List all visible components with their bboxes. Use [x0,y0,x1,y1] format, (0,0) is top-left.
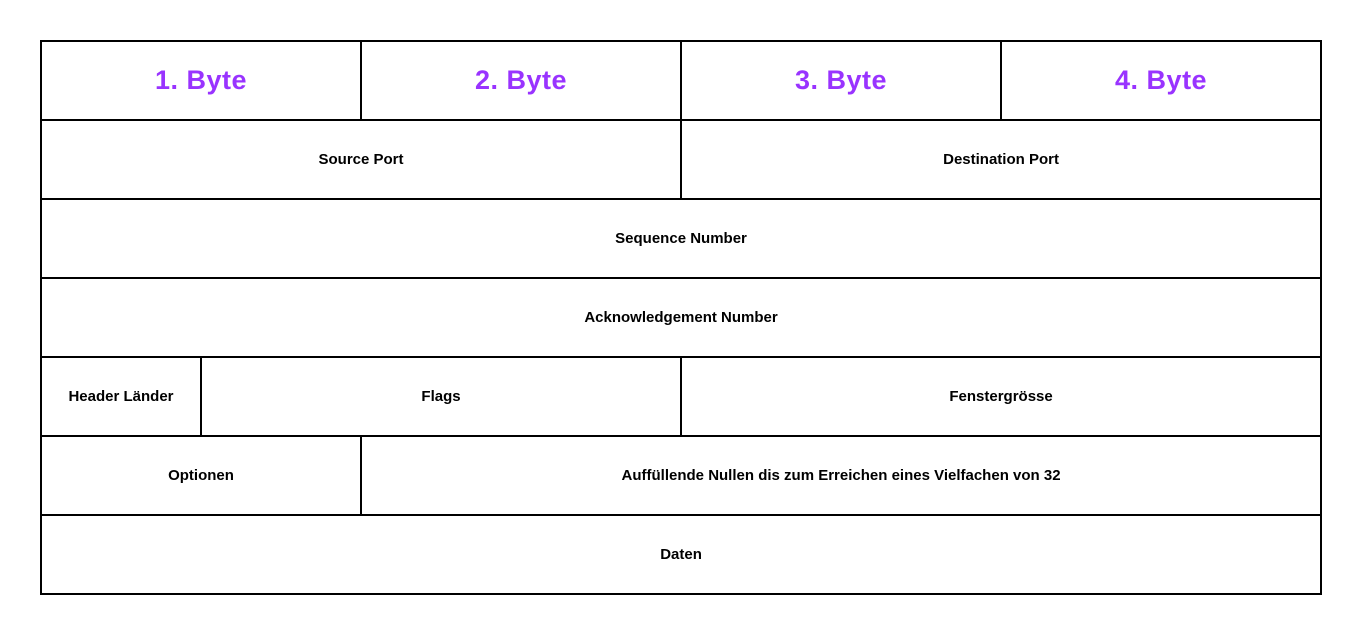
cell-source-port: Source Port [39,119,683,200]
row-header-flags-window: Header Länder Flags Fenstergrösse [40,356,1323,437]
cell-acknowledgement-number: Acknowledgement Number [39,277,1323,358]
cell-flags: Flags [199,356,683,437]
row-options-padding: Optionen Auffüllende Nullen dis zum Erre… [39,435,1323,516]
cell-data: Daten [39,514,1323,595]
packet-structure-table: 1. Byte 2. Byte 3. Byte 4. Byte Source P… [39,40,1323,595]
cell-padding-zeros: Auffüllende Nullen dis zum Erreichen ein… [360,435,1323,516]
row-sequence-number: Sequence Number [39,198,1323,279]
cell-sequence-number: Sequence Number [39,198,1323,279]
cell-byte-3: 3. Byte [680,40,1003,121]
row-byte-columns: 1. Byte 2. Byte 3. Byte 4. Byte [39,40,1323,121]
row-acknowledgement-number: Acknowledgement Number [39,277,1323,358]
cell-byte-4: 4. Byte [1000,40,1323,121]
cell-options: Optionen [39,435,363,516]
cell-byte-1: 1. Byte [39,40,363,121]
cell-window-size: Fenstergrösse [680,356,1323,437]
cell-destination-port: Destination Port [680,119,1323,200]
tcp-header-diagram: 1. Byte 2. Byte 3. Byte 4. Byte Source P… [39,40,1323,595]
row-data: Daten [39,514,1323,595]
cell-byte-2: 2. Byte [360,40,683,121]
row-ports: Source Port Destination Port [39,119,1323,200]
cell-header-length: Header Länder [40,356,202,437]
